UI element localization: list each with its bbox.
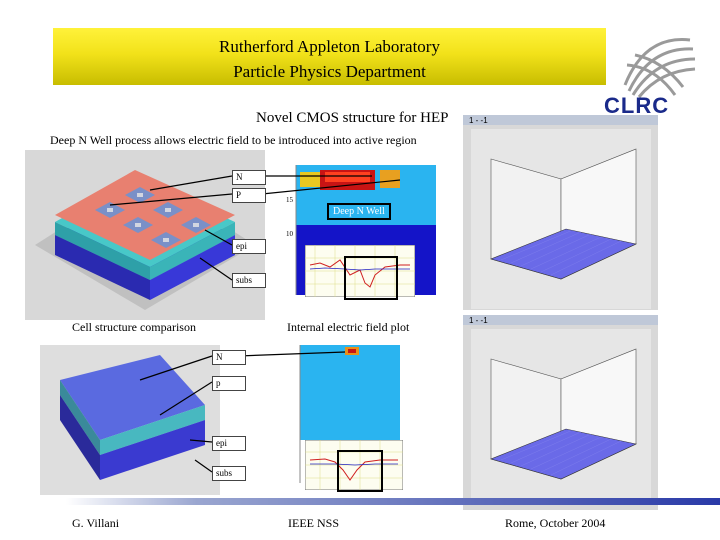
footer-venue: IEEE NSS	[288, 516, 339, 530]
deep-n-well-label: Deep N Well	[327, 203, 391, 220]
clrc-globe-logo-icon	[623, 38, 696, 98]
caption-field-plot: Internal electric field plot	[287, 320, 410, 334]
potential-plot-top: 1 - -1	[463, 115, 658, 310]
axis-tick-10: 10	[286, 230, 293, 238]
header-banner: Rutherford Appleton Laboratory Particle …	[53, 28, 606, 85]
layer-label-epi-top: epi	[232, 239, 266, 254]
potential-plot-bottom: 1 - -1	[463, 315, 658, 510]
potential-surface-bottom	[471, 329, 651, 504]
cell-structure-3d-top	[25, 150, 265, 320]
layer-label-n-top: N	[232, 170, 266, 185]
potential-surface-top	[471, 129, 651, 309]
inset-highlight-box-bottom	[337, 450, 383, 492]
potential-plot-title-top: 1 - -1	[469, 116, 488, 125]
cell-structure-3d-bottom	[40, 345, 220, 495]
layer-label-p-top: P	[232, 188, 266, 203]
inset-highlight-box-top	[344, 256, 398, 300]
footer-date: Rome, October 2004	[505, 516, 606, 530]
logo-text: CLRC	[604, 93, 670, 118]
field-profile-inset-bottom	[305, 440, 403, 490]
axis-tick-15: 15	[286, 196, 293, 204]
header-line-1: Rutherford Appleton Laboratory	[219, 37, 440, 56]
footer-author: G. Villani	[72, 516, 120, 530]
layer-label-subs-bottom: subs	[212, 466, 246, 481]
header-line-2: Particle Physics Department	[233, 62, 426, 81]
slide-title: Novel CMOS structure for HEP	[256, 110, 449, 126]
layer-label-p-bottom: p	[212, 376, 246, 391]
layer-label-n-bottom: N	[212, 350, 246, 365]
footer-bar	[66, 498, 720, 505]
potential-plot-title-bottom: 1 - -1	[469, 316, 488, 325]
layer-label-epi-bottom: epi	[212, 436, 246, 451]
layer-label-subs-top: subs	[232, 273, 266, 288]
slide-note: Deep N Well process allows electric fiel…	[50, 133, 417, 147]
caption-cell-structure: Cell structure comparison	[72, 320, 196, 334]
